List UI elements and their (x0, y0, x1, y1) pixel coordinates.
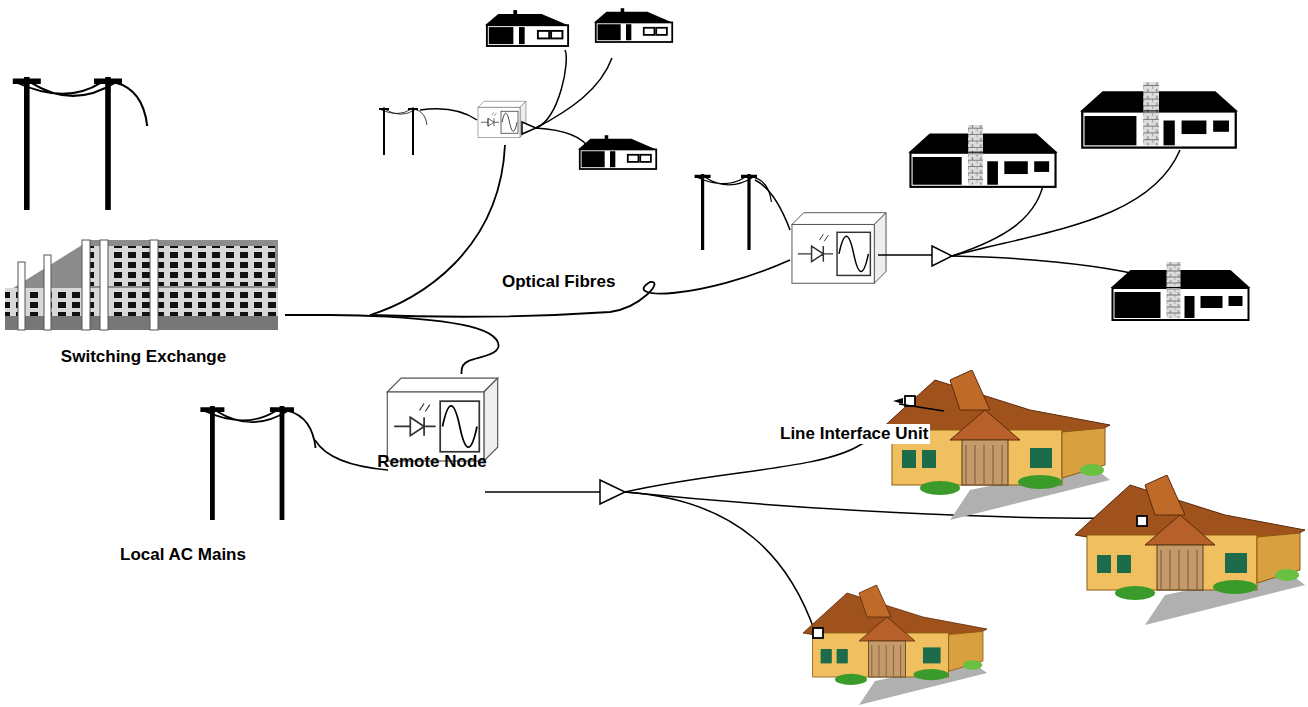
fibre-label: Optical Fibres (500, 272, 617, 292)
optical-fibre (370, 145, 790, 317)
optical-fibre (285, 315, 498, 374)
remote-node-box (478, 101, 526, 137)
exchange-node: Switching Exchange (2, 232, 285, 367)
exchange-building (5, 77, 278, 330)
remote-node-box (792, 213, 886, 284)
remote-node-box (387, 378, 497, 461)
power-pole (200, 406, 315, 520)
node-caption: Switching Exchange (2, 347, 285, 367)
power-pole (379, 108, 427, 156)
leader-line (899, 404, 944, 411)
node-caption: Remote Node (373, 452, 491, 472)
callout-label: Line Interface Unit (778, 424, 930, 444)
mains-label: Local AC Mains (118, 545, 248, 565)
remote-node: Remote Node (373, 372, 491, 472)
power-pole (695, 174, 772, 250)
